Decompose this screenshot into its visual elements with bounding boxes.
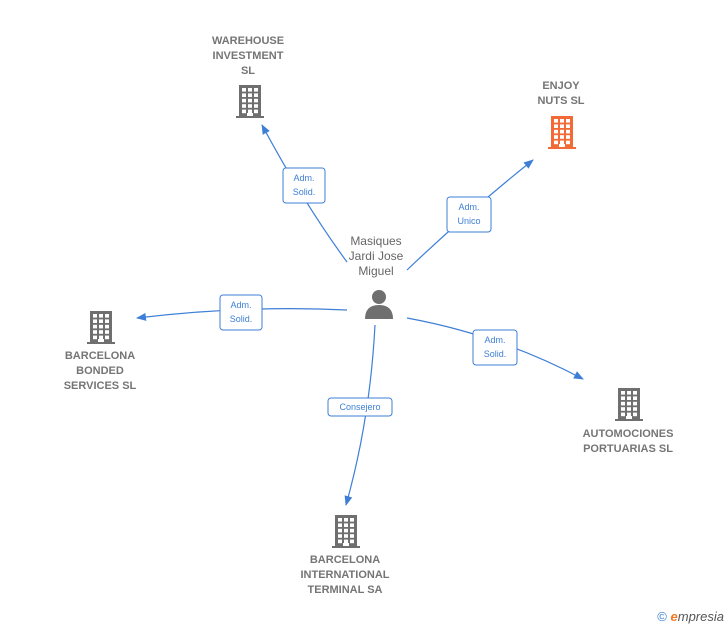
brand-logo-initial: e <box>670 609 678 624</box>
edge-label-line: Adm. <box>458 202 479 212</box>
building-icon <box>615 388 643 421</box>
company-label-line: ENJOY <box>542 80 580 92</box>
company-label-line: SERVICES SL <box>64 380 137 392</box>
company-node-barcelona-international[interactable]: BARCELONA INTERNATIONAL TERMINAL SA <box>300 515 390 596</box>
person-label-line: Miguel <box>358 264 393 278</box>
edge-label-line: Unico <box>457 216 480 226</box>
company-label-line: WAREHOUSE <box>212 35 284 47</box>
edge-line <box>344 324 376 506</box>
edge-enjoy-nuts[interactable]: Adm. Unico <box>406 159 534 271</box>
edge-warehouse-investment[interactable]: Adm. Solid. <box>261 124 348 263</box>
copyright-symbol: © <box>657 609 667 624</box>
edge-label-box[interactable] <box>219 294 263 331</box>
edge-label-line: Adm. <box>484 335 505 345</box>
company-label-line: TERMINAL SA <box>308 584 383 596</box>
person-label-line: Masiques <box>350 234 401 248</box>
edge-label-box[interactable] <box>327 397 393 417</box>
edge-label-line: Solid. <box>293 187 316 197</box>
company-node-automociones-portuarias[interactable]: AUTOMOCIONES PORTUARIAS SL <box>583 388 674 455</box>
company-label-line: BONDED <box>76 365 124 377</box>
edge-label-line: Adm. <box>293 173 314 183</box>
edge-label-line: Consejero <box>339 402 380 412</box>
edge-label-line: Adm. <box>230 300 251 310</box>
edge-label-box[interactable] <box>472 329 518 366</box>
person-icon <box>365 290 393 319</box>
edge-barcelona-bonded[interactable]: Adm. Solid. <box>136 294 348 331</box>
building-icon <box>332 515 360 548</box>
company-node-barcelona-bonded[interactable]: BARCELONA BONDED SERVICES SL <box>64 311 137 392</box>
person-label-line: Jardi Jose <box>349 249 404 263</box>
company-label-line: BARCELONA <box>310 554 380 566</box>
edge-label-box[interactable] <box>282 167 326 204</box>
edge-automociones-portuarias[interactable]: Adm. Solid. <box>406 317 584 380</box>
building-icon <box>548 116 576 149</box>
company-label-line: INTERNATIONAL <box>300 569 389 581</box>
footer-brand[interactable]: © empresia <box>657 609 724 624</box>
edge-barcelona-international[interactable]: Consejero <box>327 324 393 506</box>
edge-label-line: Solid. <box>230 314 253 324</box>
company-label-line: AUTOMOCIONES <box>583 428 674 440</box>
company-label-line: PORTUARIAS SL <box>583 443 673 455</box>
company-label-line: INVESTMENT <box>213 50 284 62</box>
company-label-line: SL <box>241 65 255 77</box>
company-label-line: NUTS SL <box>537 95 584 107</box>
building-icon <box>236 85 264 118</box>
company-node-warehouse-investment[interactable]: WAREHOUSE INVESTMENT SL <box>212 35 284 118</box>
building-icon <box>87 311 115 344</box>
brand-logo-text: mpresia <box>677 609 724 624</box>
edge-label-line: Solid. <box>484 349 507 359</box>
company-label-line: BARCELONA <box>65 350 135 362</box>
edge-label-box[interactable] <box>446 196 492 233</box>
company-node-enjoy-nuts[interactable]: ENJOY NUTS SL <box>537 80 585 149</box>
